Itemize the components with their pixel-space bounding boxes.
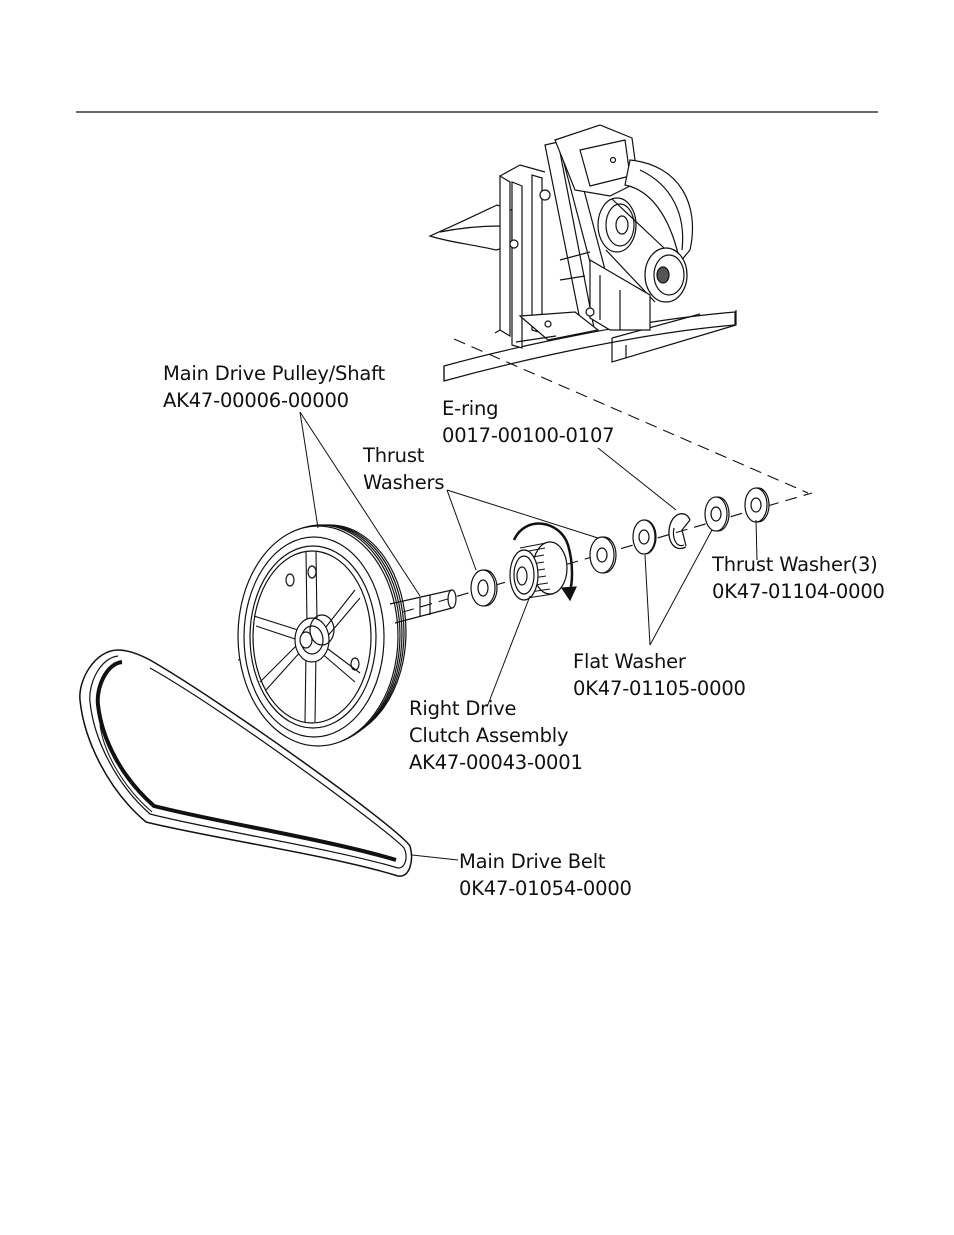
flat-washer-right-drawing bbox=[704, 496, 730, 532]
leader-lines bbox=[299, 411, 758, 861]
label-e-ring-part: 0017-00100-0107 bbox=[442, 424, 615, 447]
label-right-drive-clutch-line2: Clutch Assembly bbox=[409, 724, 569, 747]
machine-frame-illustration bbox=[428, 124, 737, 382]
leader-flat-right bbox=[649, 529, 713, 646]
right-drive-clutch-drawing bbox=[509, 522, 577, 602]
label-flat-washer-part: 0K47-01105-0000 bbox=[573, 677, 746, 700]
label-thrust-washer-3: Thrust Washer(3) 0K47-01104-0000 bbox=[712, 551, 885, 605]
thrust-washer-left-drawing bbox=[470, 569, 498, 607]
leader-ering bbox=[597, 447, 677, 511]
main-drive-shaft-drawing bbox=[389, 589, 457, 624]
label-thrust-washers: Thrust Washers bbox=[363, 442, 444, 496]
label-e-ring-name: E-ring bbox=[442, 397, 499, 420]
label-thrust-washer-3-part: 0K47-01104-0000 bbox=[712, 580, 885, 603]
label-thrust-washers-line1: Thrust bbox=[363, 444, 425, 467]
label-thrust-washer-3-name: Thrust Washer(3) bbox=[712, 553, 878, 576]
label-main-drive-pulley: Main Drive Pulley/Shaft AK47-00006-00000 bbox=[163, 360, 385, 414]
label-main-drive-belt-part: 0K47-01054-0000 bbox=[459, 877, 632, 900]
label-thrust-washers-line2: Washers bbox=[363, 471, 445, 494]
e-ring-drawing bbox=[668, 513, 691, 550]
thrust-washer-middle-drawing bbox=[589, 536, 617, 574]
label-flat-washer-name: Flat Washer bbox=[573, 650, 686, 673]
label-main-drive-pulley-part: AK47-00006-00000 bbox=[163, 389, 349, 412]
leader-pulley-to-rim bbox=[299, 411, 319, 529]
label-right-drive-clutch-part: AK47-00043-0001 bbox=[409, 751, 583, 774]
label-main-drive-belt-name: Main Drive Belt bbox=[459, 850, 606, 873]
main-drive-belt-drawing bbox=[79, 649, 413, 877]
label-right-drive-clutch: Right Drive Clutch Assembly AK47-00043-0… bbox=[409, 695, 583, 776]
label-right-drive-clutch-line1: Right Drive bbox=[409, 697, 517, 720]
flat-washer-left-drawing bbox=[632, 519, 657, 555]
leader-thrust-to-left-washer bbox=[446, 489, 477, 571]
thrust-washer-right-drawing bbox=[744, 487, 770, 523]
leader-thrust-to-middle-washer bbox=[446, 489, 599, 539]
label-main-drive-belt: Main Drive Belt 0K47-01054-0000 bbox=[459, 848, 632, 902]
leader-thrust3 bbox=[755, 519, 758, 561]
label-flat-washer: Flat Washer 0K47-01105-0000 bbox=[573, 648, 746, 702]
leader-flat-left bbox=[644, 554, 651, 646]
leader-clutch bbox=[486, 595, 531, 708]
main-drive-pulley-drawing bbox=[237, 524, 407, 747]
leader-belt bbox=[411, 854, 459, 861]
leader-pulley-to-shaft bbox=[299, 411, 421, 597]
label-main-drive-pulley-name: Main Drive Pulley/Shaft bbox=[163, 362, 385, 385]
label-e-ring: E-ring 0017-00100-0107 bbox=[442, 395, 615, 449]
